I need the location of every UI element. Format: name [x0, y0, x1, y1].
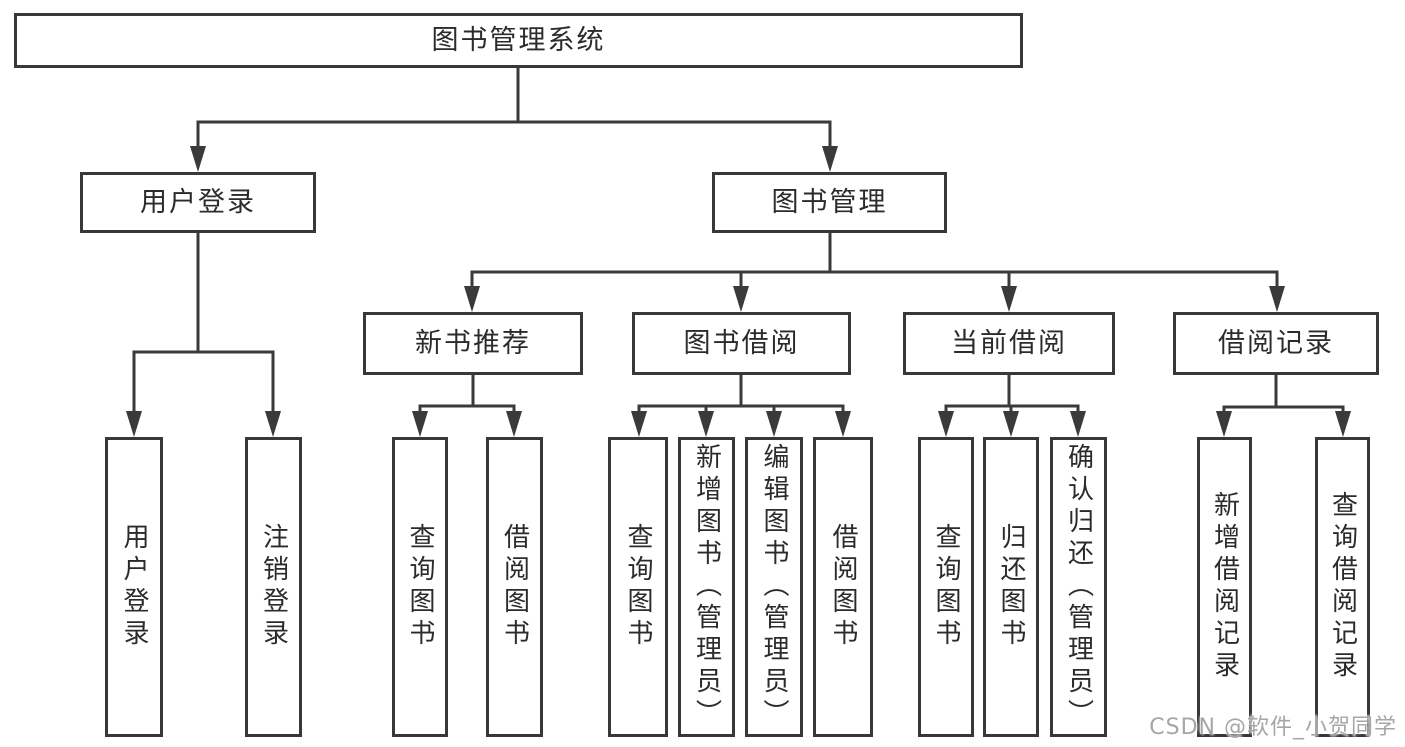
- leaf-return-books: 归还图书: [983, 437, 1039, 737]
- leaf-return-books-label: 归还图书: [996, 523, 1026, 651]
- node-user-login: 用户登录: [80, 172, 316, 233]
- leaf-edit-books-admin-label: 编辑图书（管理员）: [759, 443, 789, 731]
- leaf-edit-books-admin: 编辑图书（管理员）: [745, 437, 803, 737]
- node-borrowing-records-label: 借阅记录: [1218, 328, 1334, 359]
- leaf-user-login: 用户登录: [105, 437, 163, 737]
- node-new-book-recommend-label: 新书推荐: [415, 328, 531, 359]
- node-book-management-label: 图书管理: [771, 187, 888, 218]
- node-current-borrowing: 当前借阅: [903, 312, 1115, 375]
- leaf-logout: 注销登录: [245, 437, 302, 737]
- leaf-query-books-current-label: 查询图书: [931, 523, 961, 651]
- leaf-logout-label: 注销登录: [258, 523, 289, 651]
- leaf-confirm-return-admin-label: 确认归还（管理员）: [1063, 443, 1094, 731]
- node-new-book-recommend: 新书推荐: [363, 312, 583, 375]
- leaf-user-login-label: 用户登录: [119, 523, 149, 651]
- leaf-query-books-current: 查询图书: [918, 437, 974, 737]
- leaf-borrow-books-recommend-label: 借阅图书: [499, 523, 530, 651]
- leaf-query-books-recommend-label: 查询图书: [405, 523, 435, 651]
- leaf-add-books-admin-label: 新增图书（管理员）: [691, 443, 722, 731]
- node-user-login-label: 用户登录: [140, 187, 256, 218]
- arrowheads: [126, 146, 1351, 437]
- node-current-borrowing-label: 当前借阅: [951, 328, 1067, 359]
- leaf-query-borrow-record-label: 查询借阅记录: [1327, 491, 1358, 683]
- node-book-management: 图书管理: [712, 172, 947, 233]
- leaf-query-borrow-record: 查询借阅记录: [1315, 437, 1370, 737]
- leaf-query-books-borrowing-label: 查询图书: [623, 523, 653, 651]
- leaf-confirm-return-admin: 确认归还（管理员）: [1050, 437, 1107, 737]
- watermark-text: CSDN @软件_小贺同学: [1149, 715, 1397, 740]
- leaf-add-borrow-record: 新增借阅记录: [1197, 437, 1252, 737]
- node-borrowing-records: 借阅记录: [1173, 312, 1379, 375]
- node-root: 图书管理系统: [14, 13, 1023, 68]
- leaf-borrow-books-borrowing: 借阅图书: [813, 437, 873, 737]
- leaf-query-books-borrowing: 查询图书: [608, 437, 668, 737]
- node-book-borrowing: 图书借阅: [632, 312, 851, 375]
- leaf-add-books-admin: 新增图书（管理员）: [678, 437, 735, 737]
- leaf-add-borrow-record-label: 新增借阅记录: [1209, 491, 1240, 683]
- leaf-borrow-books-recommend: 借阅图书: [486, 437, 543, 737]
- leaf-query-books-recommend: 查询图书: [392, 437, 448, 737]
- node-book-borrowing-label: 图书借阅: [683, 328, 800, 359]
- leaf-borrow-books-borrowing-label: 借阅图书: [828, 523, 858, 651]
- node-root-label: 图书管理系统: [431, 25, 606, 56]
